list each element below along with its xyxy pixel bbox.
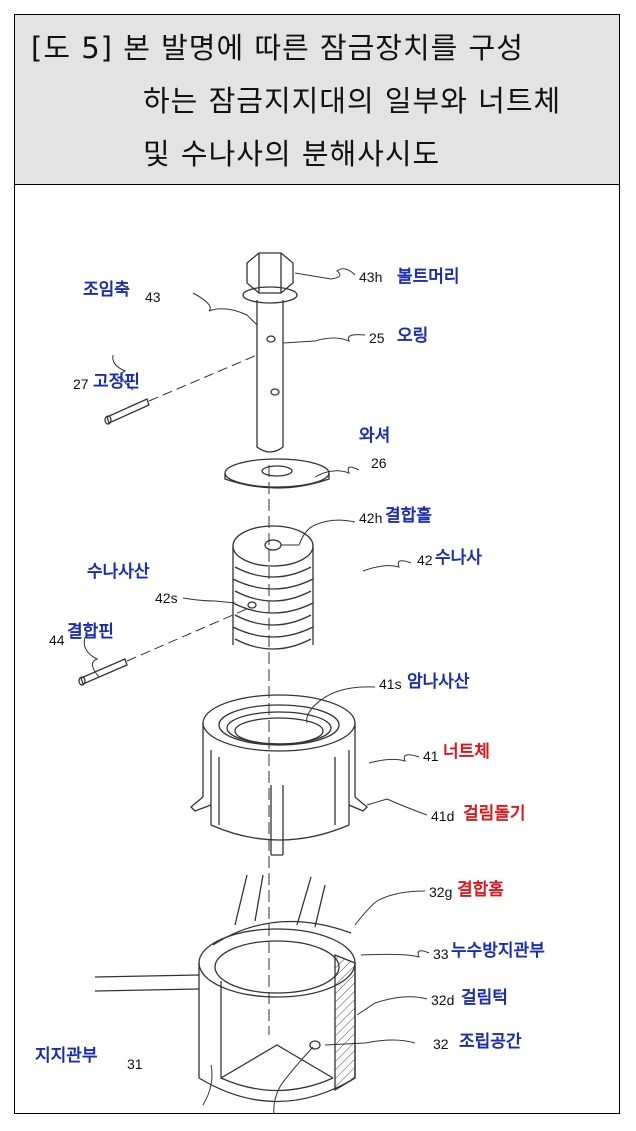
label-coupling-pin: 44 결합핀 (49, 621, 114, 648)
num-41s: 41s (379, 676, 402, 692)
caption-line-3: 및 수나사의 분해사시도 (143, 137, 441, 171)
coupling-pin-part (78, 607, 250, 686)
num-43: 43 (145, 289, 161, 305)
text-male-thread: 수나사산 (87, 562, 150, 582)
num-42: 42 (417, 552, 433, 568)
text-female-thread: 암나사산 (407, 672, 470, 692)
label-leak-prevention: 33 누수방지관부 (433, 941, 545, 962)
text-oring: 오링 (397, 326, 428, 346)
text-locking-protrusion: 걸림돌기 (463, 804, 526, 824)
num-41: 41 (423, 748, 439, 764)
label-locking-step: 32d 걸림턱 (431, 988, 508, 1008)
label-shaft: 조임축 43 (83, 279, 161, 305)
num-32: 32 (433, 1036, 449, 1052)
label-male-thread: 수나사산 42s (87, 562, 178, 606)
num-25: 25 (369, 330, 385, 346)
num-44: 44 (49, 632, 65, 648)
fixing-pin-part (104, 354, 258, 425)
text-coupling-hole: 결합홀 (385, 505, 432, 526)
caption-line-2: 하는 잠금지지대의 일부와 너트체 (143, 84, 562, 118)
label-coupling-groove: 32g 결합홈 (429, 879, 504, 900)
num-43h: 43h (359, 269, 382, 285)
text-support-pipe: 지지관부 (35, 1046, 98, 1066)
text-male-screw: 수나사 (435, 548, 482, 568)
text-washer: 와셔 (359, 426, 390, 446)
text-locking-step: 걸림턱 (461, 988, 508, 1008)
text-leak-prevention: 누수방지관부 (451, 941, 545, 961)
text-fixing-pin: 고정핀 (93, 372, 140, 392)
nut-body-part (190, 694, 368, 856)
label-bolt-head: 43h 볼트머리 (359, 267, 460, 287)
num-27: 27 (73, 376, 89, 392)
num-32g: 32g (429, 884, 452, 900)
text-bolt-head: 볼트머리 (397, 267, 460, 287)
label-nut-body: 41 너트체 (423, 742, 490, 764)
washer-part (224, 458, 330, 489)
caption-line-1: [도 5] 본 발명에 따른 잠금장치를 구성 (31, 31, 524, 65)
num-31: 31 (127, 1056, 143, 1072)
male-screw-part (232, 525, 314, 650)
figure-caption: [도 5] 본 발명에 따른 잠금장치를 구성 하는 잠금지지대의 일부와 너트… (15, 15, 619, 185)
text-coupling-groove: 결합홈 (457, 879, 504, 900)
label-female-thread: 41s 암나사산 (379, 672, 470, 692)
num-42h: 42h (359, 510, 382, 526)
label-male-screw: 42 수나사 (417, 548, 482, 568)
label-locking-protrusion: 41d 걸림돌기 (431, 804, 526, 824)
text-coupling-pin: 결합핀 (67, 621, 114, 642)
figure-frame: [도 5] 본 발명에 따른 잠금장치를 구성 하는 잠금지지대의 일부와 너트… (14, 14, 620, 1114)
support-housing-part (94, 874, 356, 1103)
text-assembly-space: 조립공간 (459, 1032, 522, 1052)
num-33: 33 (433, 946, 449, 962)
text-shaft: 조임축 (83, 279, 130, 300)
label-washer: 와셔 26 (359, 426, 390, 471)
leader-lines (83, 268, 430, 1113)
num-26: 26 (371, 455, 387, 471)
label-coupling-hole: 42h 결합홀 (359, 505, 432, 526)
num-41d: 41d (431, 808, 454, 824)
num-42s: 42s (155, 590, 178, 606)
text-nut-body: 너트체 (443, 742, 490, 762)
label-assembly-space: 32 조립공간 (433, 1032, 522, 1052)
exploded-view-drawing: 43h 볼트머리 조임축 43 25 오링 27 고정핀 와셔 26 42h 결… (15, 185, 619, 1113)
drawing-svg: 43h 볼트머리 조임축 43 25 오링 27 고정핀 와셔 26 42h 결… (35, 252, 545, 1113)
num-32d: 32d (431, 992, 454, 1008)
label-support-pipe: 지지관부 31 (35, 1046, 143, 1072)
label-oring: 25 오링 (369, 326, 428, 346)
label-fixing-pin: 27 고정핀 (73, 372, 140, 392)
bolt-part (242, 252, 298, 453)
